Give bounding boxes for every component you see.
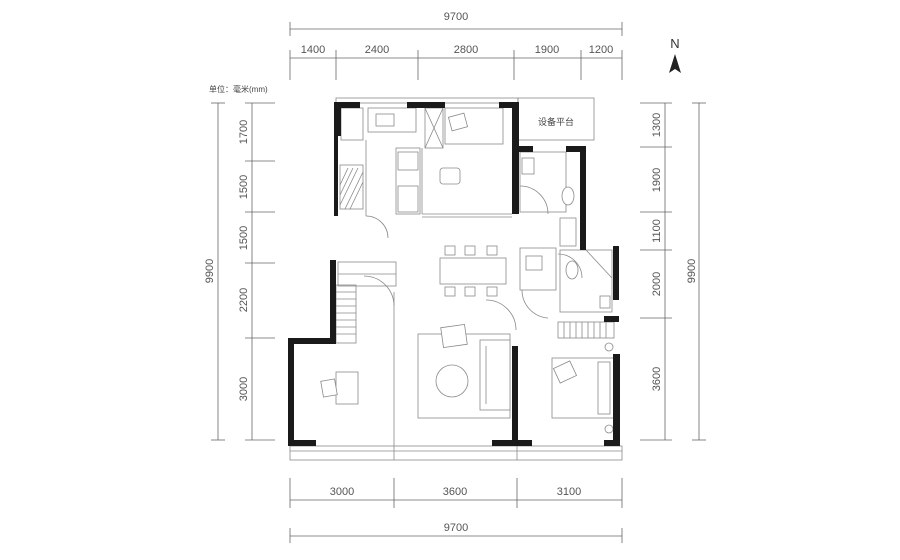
top-dim-2: 2400: [365, 44, 389, 56]
bottom-dim-2: 3600: [443, 486, 467, 498]
top-dimensions: 9700 1400 2400 2800 1900 1200: [289, 11, 623, 80]
right-dim-5: 3600: [651, 367, 663, 391]
north-label: N: [670, 36, 679, 51]
left-total-dim: 9900: [204, 259, 216, 283]
right-dim-2: 1900: [651, 168, 663, 192]
left-dim-3: 1500: [238, 226, 250, 250]
right-dim-4: 2000: [651, 272, 663, 296]
unit-label: 单位：毫米(mm): [209, 85, 268, 94]
left-dimensions: 9900 1700 1500 1500 2200 3000: [204, 102, 275, 441]
left-dim-1: 1700: [238, 120, 250, 144]
top-dim-3: 2800: [454, 44, 478, 56]
top-total-dim: 9700: [444, 11, 468, 23]
interior-lines: [320, 107, 615, 446]
bottom-dimensions: 3000 3600 3100 9700: [289, 478, 623, 543]
right-dim-1: 1300: [651, 113, 663, 137]
left-dim-4: 2200: [238, 288, 250, 312]
left-dim-2: 1500: [238, 175, 250, 199]
top-dim-5: 1200: [589, 44, 613, 56]
equipment-platform-label: 设备平台: [538, 116, 574, 127]
bottom-dim-1: 3000: [330, 486, 354, 498]
top-dim-1: 1400: [301, 44, 325, 56]
left-dim-5: 3000: [238, 377, 250, 401]
bottom-total-dim: 9700: [444, 522, 468, 534]
bottom-dim-3: 3100: [557, 486, 581, 498]
right-dimensions: 1300 1900 1100 2000 3600 9900: [640, 102, 706, 441]
exterior-windows: [289, 97, 623, 461]
right-total-dim: 9900: [686, 259, 698, 283]
top-dim-4: 1900: [535, 44, 559, 56]
walls: [288, 102, 620, 446]
north-arrow-icon: N: [669, 36, 681, 73]
right-dim-3: 1100: [651, 219, 663, 243]
